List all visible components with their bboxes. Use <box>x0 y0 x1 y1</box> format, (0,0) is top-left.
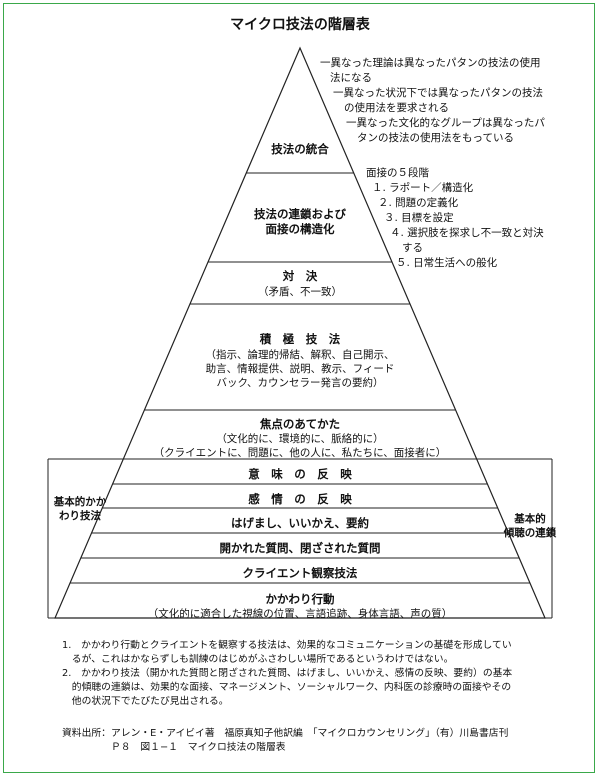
layer-attending-sub: （文化的に適合した視線の位置、言語追跡、身体言語、声の質） <box>147 608 453 620</box>
layer-influencing-sub1: （指示、論理的帰結、解釈、自己開示、 <box>205 349 395 361</box>
stage-1: １. ラポート／構造化 <box>372 182 474 194</box>
source-line1: 資料出所：アレン・E・アイビイ著 福原真知子他訳編 「マイクロカウンセリング」（… <box>62 728 509 739</box>
stage-4-cont: する <box>402 242 423 254</box>
footnote-2-line3: 他の状況下でたびたび見出される。 <box>62 696 229 707</box>
stages-heading: 面接の５段階 <box>366 167 429 179</box>
note-situation-1: 一異なった状況下では異なったパタンの技法 <box>333 87 543 99</box>
note-theory-2: 法になる <box>330 72 372 84</box>
stage-3: ３. 目標を設定 <box>384 212 454 224</box>
layer-reflection-meaning: 意 味 の 反 映 <box>248 467 352 481</box>
basic-listening-sequence-label-1: 基本的 <box>514 513 546 525</box>
layer-confrontation-sub: （矛盾、不一致） <box>258 286 342 298</box>
layer-reflection-feeling: 感 情 の 反 映 <box>248 492 352 506</box>
stage-4: ４. 選択肢を探求し不一致と対決 <box>390 227 544 239</box>
layer-questions: 開かれた質問、閉ざされた質問 <box>219 541 381 555</box>
note-culture-2: タンの技法の使用法をもっている <box>357 132 514 144</box>
source-line2: Ｐ８ 図１−１ マイクロ技法の階層表 <box>62 742 286 753</box>
layer-focusing-sub2: （クライエントに、問題に、他の人に、私たちに、面接者に） <box>153 447 447 459</box>
note-theory-1: 一異なった理論は異なったパタンの技法の使用 <box>320 57 541 69</box>
layer-observation: クライエント観察技法 <box>242 566 358 580</box>
footnote-1-line2: るが、これはかならずしも訓練のはじめがふさわしい場所であるというわけではない。 <box>62 654 454 665</box>
figure-frame <box>3 3 595 773</box>
layer-integration: 技法の統合 <box>271 142 329 156</box>
layer-influencing-sub2: 助言、情報提供、説明、教示、フィード <box>205 363 395 375</box>
note-situation-2: の使用法を要求される <box>344 102 449 114</box>
layer-sequencing-line2: 面接の構造化 <box>265 222 335 236</box>
layer-confrontation: 対 決 <box>282 269 318 283</box>
basic-attending-skills-label-2: わり技法 <box>59 510 101 522</box>
layer-influencing: 積 極 技 法 <box>259 332 341 346</box>
basic-attending-skills-label-1: 基本的かか <box>53 496 107 508</box>
layer-attending: かかわり行動 <box>265 592 335 606</box>
layer-encouraging: はげまし、いいかえ、要約 <box>231 516 369 530</box>
stage-5: ５. 日常生活への般化 <box>396 257 498 269</box>
layer-focusing-sub1: （文化的に、環境的に、脈絡的に） <box>216 433 384 445</box>
footnote-2-line2: 的傾聴の連鎖は、効果的な面接、マネージメント、ソーシャルワーク、内科医の診療時の… <box>62 682 512 693</box>
note-culture-1: 一異なった文化的なグループは異なったパ <box>346 117 545 129</box>
figure-title: マイクロ技法の階層表 <box>230 17 370 33</box>
layer-influencing-sub3: バック、カウンセラー発言の要約） <box>216 377 384 389</box>
footnote-1-line1: 1. かかわり行動とクライエントを観察する技法は、効果的なコミュニケーションの基… <box>62 640 512 651</box>
footnote-2-line1: 2. かかわり技法（開かれた質問と閉ざされた質問、はげまし、いいかえ、感情の反映… <box>62 668 513 679</box>
stage-2: ２. 問題の定義化 <box>378 197 459 209</box>
basic-listening-sequence-label-2: 傾聴の連鎖 <box>503 527 557 539</box>
layer-sequencing-line1: 技法の連鎖および <box>254 207 346 221</box>
layer-focusing: 焦点のあてかた <box>259 417 341 431</box>
